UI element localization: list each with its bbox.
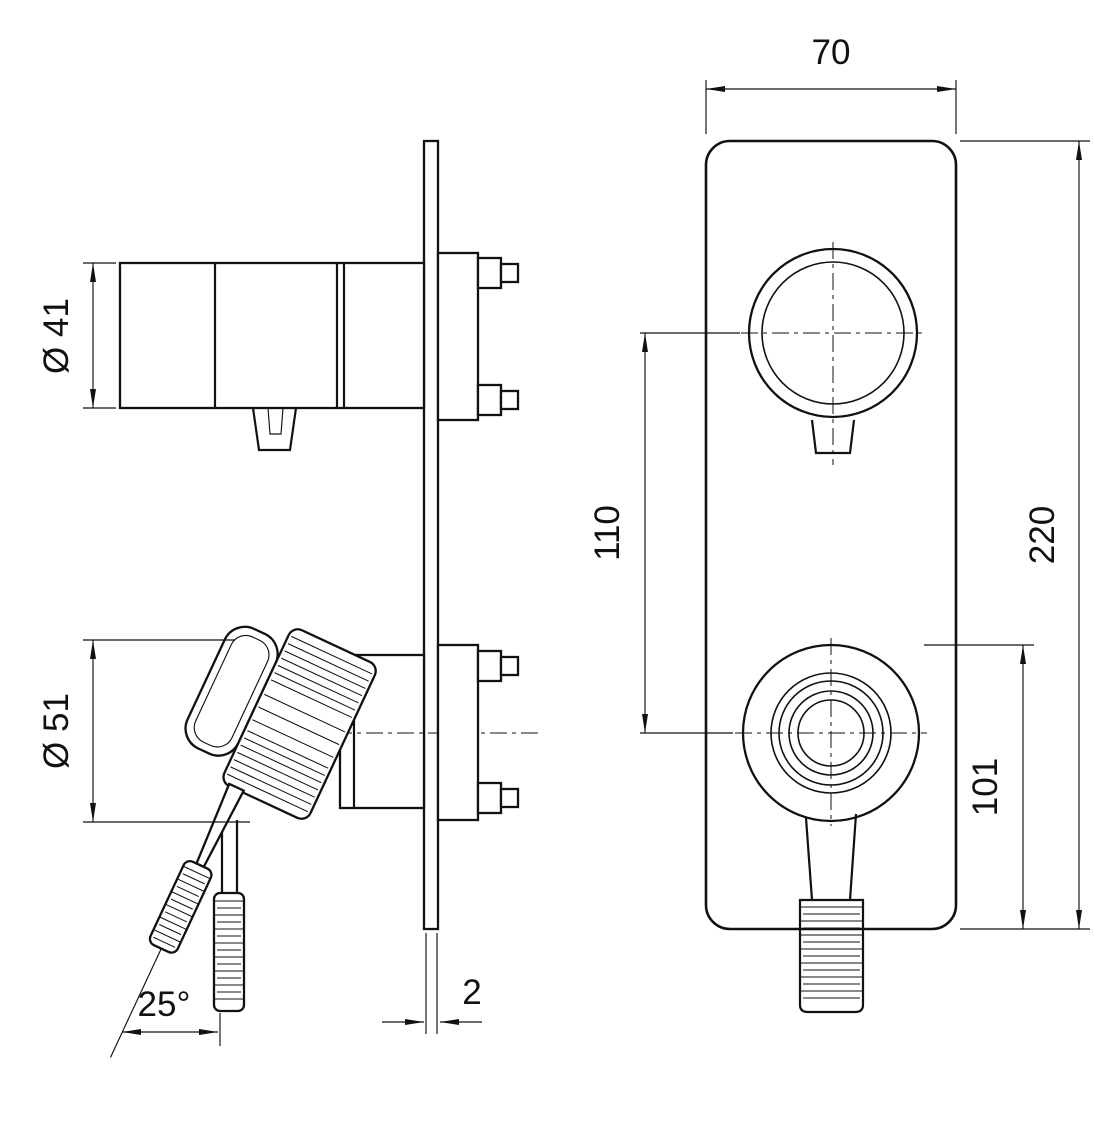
neutral-grip-knurling [214,900,244,1000]
knob-end-cap-inner [193,634,270,748]
bottom-screw-2-tip [499,787,520,809]
outlet-neck-right [848,813,858,901]
dim-label-plate-height: 220 [1023,506,1062,564]
knob-barrel-outline [222,628,377,820]
top-body-outline [118,261,426,410]
top-rear-block [436,251,480,422]
dim-lever-angle: 25° [122,985,221,1046]
side-view: Ø 41 Ø 51 25° 2 [37,139,540,1058]
outlet-thread-lines [800,906,863,999]
top-screw-1-body [476,256,503,290]
dim-label-outlet-offset: 101 [966,758,1005,816]
bottom-screw-2-body [476,781,503,815]
dim-label-plate-width: 70 [812,33,851,72]
dim-label-plate-thickness: 2 [462,973,481,1012]
bottom-screw-1-tip [499,655,520,677]
tilted-lever-assembly [110,625,377,1058]
dim-plate-thickness: 2 [382,933,482,1034]
bottom-rear-block [436,643,480,822]
dim-label-bottom-diameter: Ø 51 [37,693,76,769]
outlet-neck-left [804,817,814,901]
dim-label-control-spacing: 110 [588,505,627,561]
neutral-grip-outline [212,891,246,1013]
bottom-screw-1-body [476,649,503,683]
top-body-under-tab-inner [267,407,284,435]
top-screw-2-tip [499,389,520,411]
dim-plate-width: 70 [705,33,957,134]
dim-control-spacing: 110 [588,332,740,734]
dim-plate-height: 220 [960,140,1090,930]
outlet-thread-outline [798,898,865,1014]
front-view: 70 220 110 101 [588,33,1090,1014]
top-screw-1-tip [499,262,520,284]
tilted-grip-outline [148,860,213,954]
top-body-under-tab [251,407,298,452]
dim-outlet-offset: 101 [924,644,1034,929]
dim-label-top-diameter: Ø 41 [37,298,76,374]
tilted-grip-knurling [153,865,211,948]
dim-label-lever-angle: 25° [138,985,191,1024]
knob-barrel-knurling [226,635,373,813]
dim-top-diameter: Ø 41 [37,262,116,409]
top-screw-2-body [476,383,503,417]
lever-angle-extension-line [110,948,162,1058]
dim-bottom-diameter: Ø 51 [37,639,250,823]
side-plate-edge [422,139,440,931]
